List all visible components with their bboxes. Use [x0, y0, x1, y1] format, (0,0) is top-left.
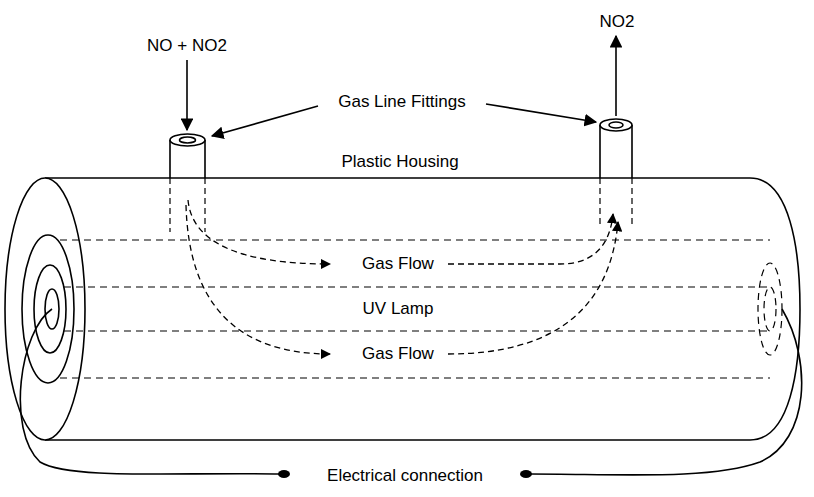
gas-fitting-hidden: [600, 178, 632, 228]
gas-flow-arrow: [448, 222, 618, 354]
gas-fitting-bore: [609, 122, 623, 128]
lamp-tube-line: [64, 286, 770, 287]
gas-fitting: [600, 125, 632, 178]
gas-fitting-top: [170, 134, 205, 146]
housing-ring: [34, 265, 66, 353]
lamp-tube-line: [64, 330, 770, 331]
part-label: Plastic Housing: [338, 152, 461, 172]
inlet-arrow: [186, 60, 188, 130]
wire-terminal: [278, 470, 290, 478]
housing-end: [5, 178, 85, 440]
leader-arrow: [212, 106, 318, 136]
housing-ring: [22, 235, 74, 383]
gas-fitting-top: [600, 119, 632, 131]
lamp-tube-line: [60, 239, 770, 240]
gas-flow-arrow: [186, 205, 330, 354]
electrical-wire: [530, 309, 802, 475]
flow-label: Gas Flow: [359, 344, 437, 364]
gas-flow-arrow: [448, 214, 613, 264]
lamp-far-end: [758, 263, 782, 355]
flow-label: Gas Flow: [359, 254, 437, 274]
leader-arrow: [486, 104, 596, 122]
housing-outline: [45, 178, 800, 440]
part-label: Gas Line Fittings: [335, 92, 469, 112]
lamp-tube-line: [60, 377, 770, 378]
gas-fitting-hidden: [170, 178, 205, 232]
gas-inlet-label: NO + NO2: [144, 36, 230, 56]
gas-flow-arrow: [188, 200, 330, 264]
lamp-far-end: [764, 287, 776, 331]
electrical-wire: [20, 309, 280, 474]
wire-terminal: [520, 470, 532, 478]
part-label: UV Lamp: [360, 299, 437, 319]
part-label: Electrical connection: [324, 466, 486, 486]
gas-fitting-bore: [180, 137, 196, 143]
gas-outlet-label: NO2: [597, 12, 638, 32]
outlet-arrow: [615, 36, 617, 116]
